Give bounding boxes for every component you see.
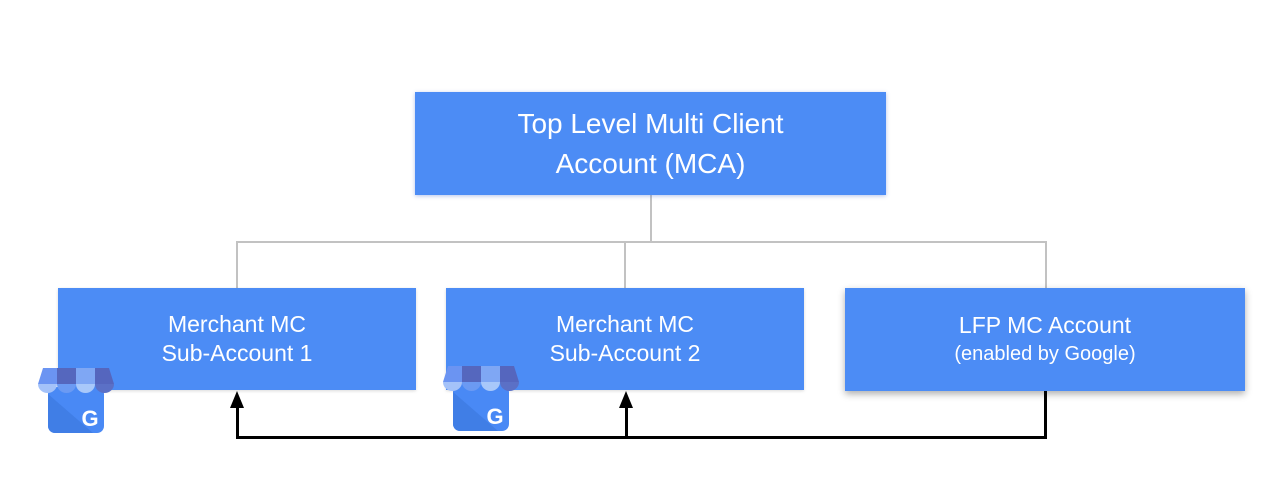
arrow-line-to-sub2 (625, 405, 628, 438)
arrowhead-up-sub2-icon (619, 391, 633, 408)
arrow-line-from-lfp (1044, 391, 1047, 438)
node-top-level-mca: Top Level Multi Client Account (MCA) (415, 92, 886, 195)
google-my-business-icon: G (38, 368, 114, 433)
node-sub1-label-line1: Merchant MC (167, 311, 307, 337)
node-merchant-sub-account-1: Merchant MC Sub-Account 1 (58, 288, 416, 390)
node-sub2-label-line1: Merchant MC (555, 311, 695, 337)
node-mca-label-line1: Top Level Multi Client (517, 107, 784, 139)
tree-connector-drop-sub1 (236, 243, 238, 288)
node-lfp-mc-account: LFP MC Account (enabled by Google) (845, 288, 1245, 391)
tree-connector-horizontal (236, 241, 1047, 243)
node-lfp-label-line2: (enabled by Google) (954, 342, 1136, 365)
arrow-line-bottom (236, 436, 1047, 439)
node-sub1-label-line2: Sub-Account 1 (161, 340, 313, 366)
tree-connector-drop-lfp (1045, 243, 1047, 288)
arrowhead-up-sub1-icon (230, 391, 244, 408)
arrow-line-to-sub1 (236, 405, 239, 438)
google-my-business-icon: G (443, 366, 519, 431)
tree-connector-stem (650, 195, 652, 242)
node-mca-label-line2: Account (MCA) (555, 147, 746, 179)
node-sub2-label-line2: Sub-Account 2 (549, 340, 701, 366)
tree-connector-drop-sub2 (624, 243, 626, 288)
node-lfp-label-line1: LFP MC Account (958, 311, 1132, 338)
gmb-icon-letter: G (486, 404, 503, 429)
gmb-icon-letter: G (81, 406, 98, 431)
